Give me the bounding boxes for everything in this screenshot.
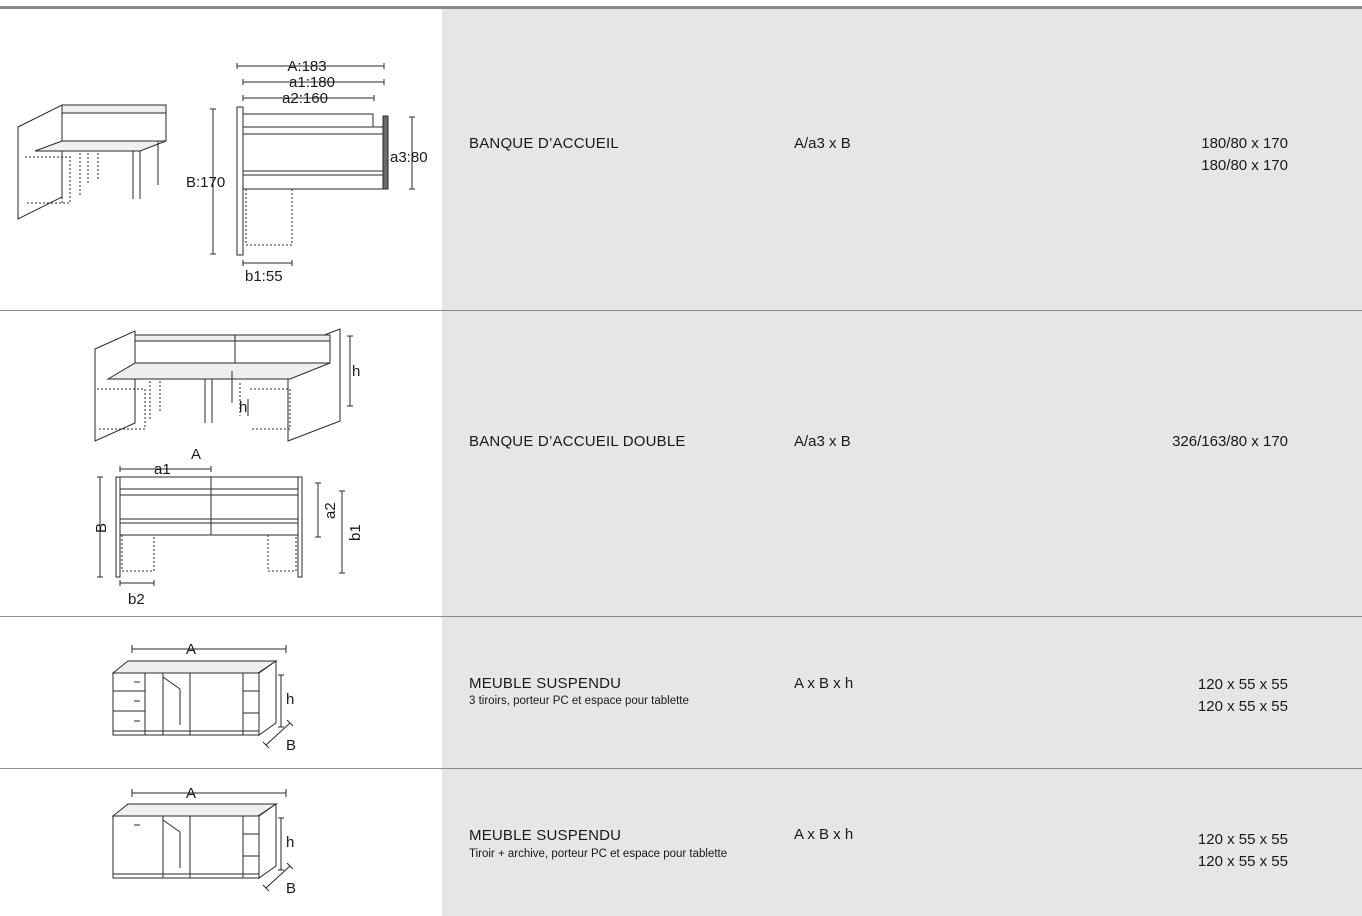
product-info: BANQUE D’ACCUEIL A/a3 x B 180/80 x 170 1… [442,9,1362,310]
dim-label: B [93,523,110,533]
product-name: MEUBLE SUSPENDU [469,827,622,844]
dimension-formula: A/a3 x B [794,135,851,152]
dimension-value: 120 x 55 x 55 [1197,698,1288,715]
dim-label: h [286,834,294,851]
dimension-values: 120 x 55 x 55 120 x 55 x 55 [1198,829,1288,873]
table-row: h h A a1 B a2 b1 b2 BANQUE D’ACCUEIL DOU… [0,311,1362,617]
dimension-formula: A/a3 x B [794,433,851,450]
dim-label: a2 [322,502,339,519]
dim-label: b1 [347,524,364,541]
product-drawing-double-reception-desk: h h A a1 B a2 b1 b2 [0,311,442,616]
top-rule [0,6,1362,9]
product-name: MEUBLE SUSPENDU [469,675,622,692]
technical-drawing: h h A a1 B a2 b1 b2 [93,328,364,608]
dim-label: A [186,785,196,802]
dimension-value: 180/80 x 170 [1201,157,1288,174]
dim-label: B [286,880,296,897]
product-info: BANQUE D’ACCUEIL DOUBLE A/a3 x B 326/163… [442,311,1362,616]
dimension-value: 120 x 55 x 55 [1197,831,1288,848]
dim-label: b2 [128,591,145,608]
dimension-values: 180/80 x 170 180/80 x 170 [1201,133,1288,177]
table-row: A:183 a1:180 a2:160 B:170 a3:80 b1:55 BA… [0,9,1362,311]
product-description: Tiroir + archive, porteur PC et espace p… [469,848,728,860]
dim-label: A:183 [287,58,326,75]
product-description: 3 tiroirs, porteur PC et espace pour tab… [469,695,689,707]
product-drawing-hanging-unit-archive: A h B [0,769,442,916]
dimension-formula: A x B x h [794,675,854,692]
product-drawing-hanging-unit-drawers: A h B [0,617,442,768]
dim-label: b1:55 [245,268,283,285]
dimension-formula: A x B x h [794,826,854,843]
dim-label: a1:180 [289,74,335,91]
product-name: BANQUE D’ACCUEIL [469,135,619,152]
technical-drawing: A:183 a1:180 a2:160 B:170 a3:80 b1:55 [17,58,428,285]
dim-label: A [186,641,196,658]
product-table: A:183 a1:180 a2:160 B:170 a3:80 b1:55 BA… [0,9,1362,916]
product-name: BANQUE D’ACCUEIL DOUBLE [469,433,686,450]
dim-label: a2:160 [282,90,328,107]
dimension-value: 120 x 55 x 55 [1197,676,1288,693]
dimension-value: 120 x 55 x 55 [1197,853,1288,870]
dimension-values: 326/163/80 x 170 [1172,431,1288,453]
table-row: A h B MEUBLE SUSPENDU 3 tiroirs, porteur… [0,617,1362,769]
dim-label: a1 [154,461,171,478]
dim-label: h [352,363,360,380]
product-info: MEUBLE SUSPENDU Tiroir + archive, porteu… [442,769,1362,916]
dim-label: a3:80 [390,149,428,166]
dimension-values: 120 x 55 x 55 120 x 55 x 55 [1198,674,1288,718]
technical-drawing: A h B [111,785,296,897]
dimension-value: 326/163/80 x 170 [1172,433,1288,450]
dim-label: h [286,691,294,708]
table-row: A h B MEUBLE SUSPENDU Tiroir + archive, … [0,769,1362,916]
dimension-value: 180/80 x 170 [1201,135,1288,152]
product-drawing-reception-desk: A:183 a1:180 a2:160 B:170 a3:80 b1:55 [0,9,442,310]
product-info: MEUBLE SUSPENDU 3 tiroirs, porteur PC et… [442,617,1362,768]
technical-drawing: A h B [111,641,296,754]
dim-label: B [286,737,296,754]
dim-label: h [239,399,247,416]
dim-label: A [191,446,201,463]
dim-label: B:170 [186,174,225,191]
